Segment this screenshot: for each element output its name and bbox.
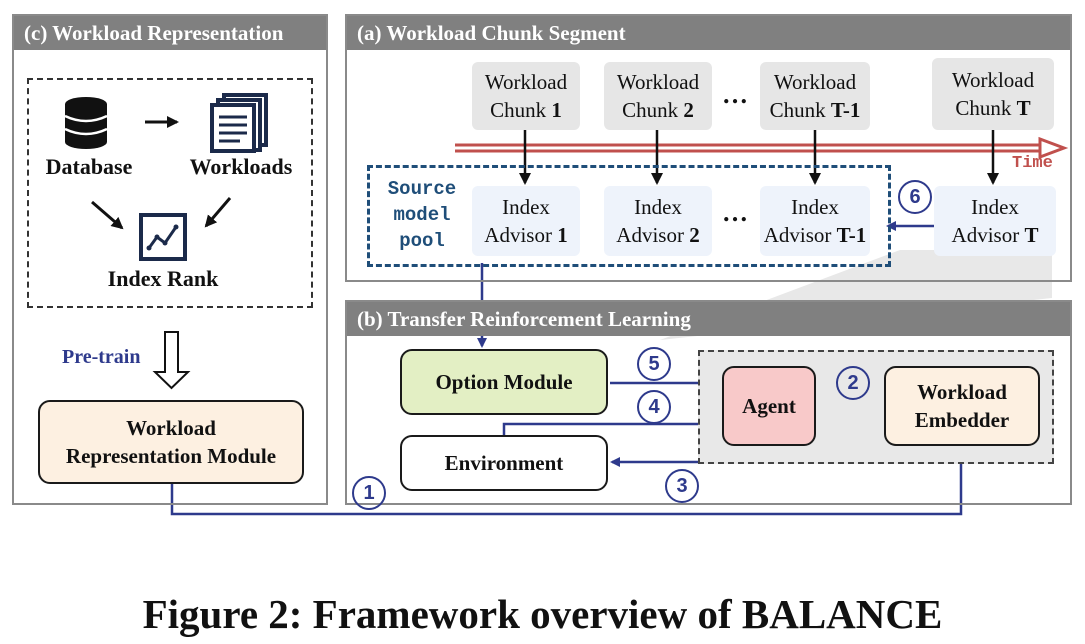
advisor-2-line2: Advisor 2 xyxy=(616,221,699,249)
chunk-2-line2: Chunk 2 xyxy=(622,96,694,124)
chunk-t-num: T xyxy=(1016,96,1031,120)
environment: Environment xyxy=(400,435,608,491)
figure-caption: Figure 2: Framework overview of BALANCE xyxy=(142,591,943,637)
panel-a-title: (a) Workload Chunk Segment xyxy=(347,16,1070,50)
index-advisor-t: Index Advisor T xyxy=(934,186,1056,256)
advisor-t-line1: Index xyxy=(971,195,1019,219)
wrm-line1: Workload xyxy=(126,416,216,440)
workload-chunk-segment-panel: (a) Workload Chunk Segment xyxy=(345,14,1072,282)
index-advisor-t-1: Index Advisor T-1 xyxy=(760,186,870,256)
workload-chunk-2: Workload Chunk 2 xyxy=(604,62,712,130)
workload-representation-module: Workload Representation Module xyxy=(38,400,304,484)
agent-label: Agent xyxy=(742,394,796,418)
chunk-t-1-line2: Chunk T-1 xyxy=(770,96,861,124)
chunk-1-num: 1 xyxy=(551,98,562,122)
index-rank-label: Index Rank xyxy=(107,266,219,291)
step-3-badge: 3 xyxy=(665,469,699,503)
advisor-ellipsis: … xyxy=(722,198,748,227)
pool-line2: model xyxy=(393,204,451,226)
chunk-2-word: Chunk xyxy=(622,98,684,122)
step-4-badge: 4 xyxy=(637,390,671,424)
advisor-1-num: 1 xyxy=(557,223,568,247)
chunk-1-word: Chunk xyxy=(490,98,552,122)
source-model-pool xyxy=(367,165,891,267)
chunk-t-1-word: Chunk xyxy=(769,98,831,122)
workload-embedder: Workload Embedder xyxy=(884,366,1040,446)
panel-b-title: (b) Transfer Reinforcement Learning xyxy=(347,302,1070,336)
representation-dashed-group xyxy=(27,78,313,308)
workload-chunk-t: Workload Chunk T xyxy=(932,58,1054,130)
database-label: Database xyxy=(45,154,133,179)
index-rank-chart-icon xyxy=(139,213,187,261)
chunk-2-num: 2 xyxy=(683,98,694,122)
chunk-2-line1: Workload xyxy=(616,70,700,94)
advisor-1-line2: Advisor 1 xyxy=(484,221,567,249)
transfer-rl-panel: (b) Transfer Reinforcement Learning xyxy=(345,300,1072,505)
advisor-t-num: T xyxy=(1024,223,1039,247)
workloads-icon xyxy=(210,93,268,153)
embedder-line2: Embedder xyxy=(914,408,1010,432)
advisor-2-line1: Index xyxy=(634,195,682,219)
pretrain-label: Pre-train xyxy=(62,346,141,368)
chunk-t-1-line1: Workload xyxy=(773,70,857,94)
chunk-1-line1: Workload xyxy=(484,70,568,94)
workload-chunk-t-1: Workload Chunk T-1 xyxy=(760,62,870,130)
advisor-1-line1: Index xyxy=(502,195,550,219)
chunk-t-line1: Workload xyxy=(951,68,1035,92)
chunk-t-word: Chunk xyxy=(955,96,1017,120)
workload-representation-panel: (c) Workload Representation xyxy=(12,14,328,505)
database-icon xyxy=(64,97,108,149)
chunk-ellipsis: … xyxy=(722,80,748,109)
chunk-t-line2: Chunk T xyxy=(955,94,1030,122)
advisor-t-1-line2: Advisor T-1 xyxy=(764,221,867,249)
step-5-badge: 5 xyxy=(637,347,671,381)
pool-line3: pool xyxy=(399,230,445,252)
source-model-pool-label: Source model pool xyxy=(374,176,470,254)
agent: Agent xyxy=(722,366,816,446)
option-module-label: Option Module xyxy=(435,370,573,394)
wrm-line2: Representation Module xyxy=(65,444,277,468)
advisor-t-1-num: T-1 xyxy=(836,223,867,247)
advisor-1-word: Advisor xyxy=(484,223,558,247)
advisor-t-line2: Advisor T xyxy=(952,221,1039,249)
chunk-1-line2: Chunk 1 xyxy=(490,96,562,124)
advisor-t-1-word: Advisor xyxy=(763,223,837,247)
chunk-t-1-num: T-1 xyxy=(830,98,861,122)
environment-label: Environment xyxy=(444,451,564,475)
index-advisor-2: Index Advisor 2 xyxy=(604,186,712,256)
advisor-2-num: 2 xyxy=(689,223,700,247)
embedder-line1: Workload xyxy=(917,380,1007,404)
index-advisor-1: Index Advisor 1 xyxy=(472,186,580,256)
panel-c-title: (c) Workload Representation xyxy=(14,16,326,50)
advisor-2-word: Advisor xyxy=(616,223,690,247)
advisor-t-word: Advisor xyxy=(951,223,1025,247)
option-module: Option Module xyxy=(400,349,608,415)
step-2-badge: 2 xyxy=(836,366,870,400)
step-6-badge: 6 xyxy=(898,180,932,214)
workload-chunk-1: Workload Chunk 1 xyxy=(472,62,580,130)
advisor-t-1-line1: Index xyxy=(791,195,839,219)
step-1-badge: 1 xyxy=(352,476,386,510)
pool-line1: Source xyxy=(387,178,457,200)
workloads-label: Workloads xyxy=(189,154,293,179)
time-label: Time xyxy=(1012,154,1053,173)
